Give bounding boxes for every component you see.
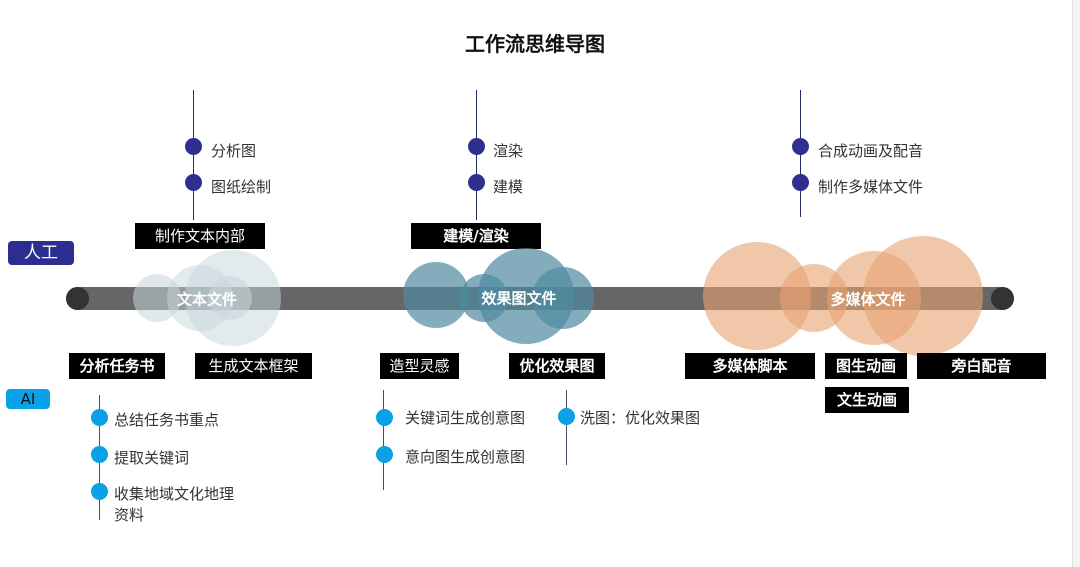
ai-item: 关键词生成创意图 — [405, 409, 526, 427]
ai-stage-label: 多媒体脚本 — [685, 353, 815, 379]
human-bullet-dot — [185, 138, 202, 155]
human-stage-label: 制作文本内部 — [135, 223, 265, 249]
ai-item: 收集地域文化地理资料 — [114, 485, 235, 524]
human-item: 分析图 — [211, 142, 257, 160]
ai-item: 意向图生成创意图 — [405, 448, 526, 466]
ai-bullet-dot — [376, 446, 393, 463]
ai-stage-label: 分析任务书 — [69, 353, 165, 379]
ai-item: 提取关键词 — [114, 449, 190, 467]
diagram-title: 工作流思维导图 — [465, 32, 605, 56]
timeline-end-cap — [991, 287, 1014, 310]
ai-item: 总结任务书重点 — [114, 411, 220, 429]
human-branch-line-1 — [193, 90, 194, 220]
stage-2-bubbles — [403, 248, 594, 344]
human-item: 建模 — [493, 178, 524, 196]
ai-bullet-dot — [91, 409, 108, 426]
bubble — [863, 236, 983, 356]
human-stage-label: 建模/渲染 — [411, 223, 541, 249]
stage-name: 多媒体文件 — [830, 290, 906, 309]
ai-stage-label: 旁白配音 — [917, 353, 1046, 379]
bubble — [532, 267, 594, 329]
human-item: 图纸绘制 — [211, 178, 272, 196]
human-bullet-dot — [468, 174, 485, 191]
ai-branch-line-2b — [566, 390, 567, 465]
human-bullet-dot — [468, 138, 485, 155]
human-item: 合成动画及配音 — [818, 142, 924, 160]
human-lane-tag: 人工 — [8, 241, 74, 265]
stage-name: 文本文件 — [176, 290, 238, 309]
ai-item: 洗图：优化效果图 — [580, 409, 701, 427]
human-bullet-dot — [792, 174, 809, 191]
ai-stage-label: 生成文本框架 — [195, 353, 312, 379]
human-branch-line-2 — [476, 90, 477, 220]
ai-stage-label: 优化效果图 — [509, 353, 605, 379]
human-bullet-dot — [185, 174, 202, 191]
ai-bullet-dot — [91, 483, 108, 500]
timeline-start-cap — [66, 287, 89, 310]
ai-bullet-dot — [91, 446, 108, 463]
ai-bullet-dot — [376, 409, 393, 426]
bubble — [703, 242, 811, 350]
ai-lane-tag: AI — [6, 389, 50, 409]
stage-name: 效果图文件 — [481, 289, 557, 308]
ai-stage-label: 图生动画 — [825, 353, 907, 379]
ai-stage-label: 文生动画 — [825, 387, 909, 413]
bubble — [133, 274, 181, 322]
human-item: 渲染 — [493, 142, 524, 160]
human-item: 制作多媒体文件 — [818, 178, 924, 196]
scrollbar-edge — [1072, 0, 1080, 567]
bubble — [208, 276, 252, 320]
stage-1-bubbles — [133, 250, 281, 346]
stage-3-bubbles — [703, 236, 983, 356]
bubble — [403, 262, 469, 328]
ai-branch-line-2a — [383, 390, 384, 490]
human-bullet-dot — [792, 138, 809, 155]
ai-stage-label: 造型灵感 — [380, 353, 459, 379]
ai-bullet-dot — [558, 408, 575, 425]
